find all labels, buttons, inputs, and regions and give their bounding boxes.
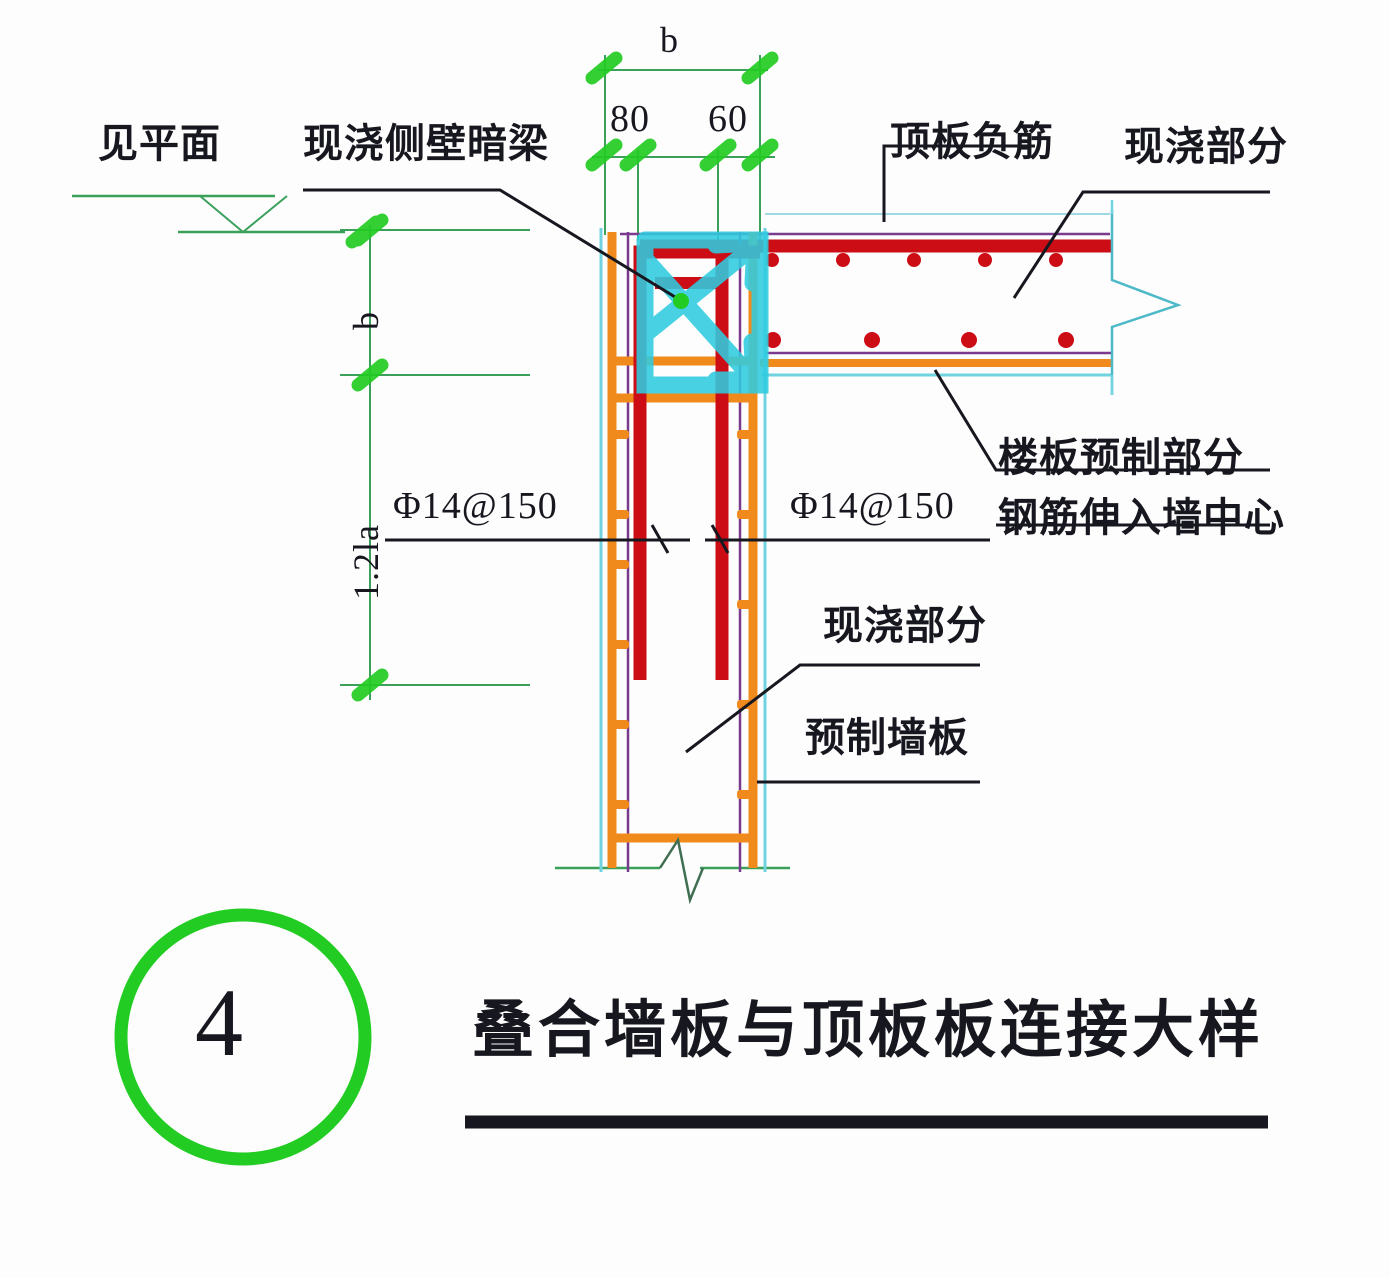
- rebar-dot: [1058, 332, 1074, 348]
- shell-nub: [737, 600, 753, 609]
- detail-mark-circle: [114, 908, 372, 1166]
- leader-dot-hidden-beam: [673, 293, 689, 309]
- tick-hl-60-left: [699, 138, 737, 172]
- precast-slab-band: [760, 332, 1112, 377]
- wall-break-line-bottom: [658, 836, 705, 905]
- shell-nub: [737, 510, 753, 519]
- cyan-highlight-markup: [636, 231, 769, 394]
- rebar-dot: [978, 253, 992, 267]
- rebar-dot: [836, 253, 850, 267]
- leader-lines: [303, 144, 1270, 784]
- leader-cast-in-place-top: [1012, 190, 1270, 299]
- rebar-dot: [1049, 253, 1063, 267]
- see-plan-triangle: [199, 195, 288, 234]
- tick-hl-80-right: [619, 138, 657, 172]
- label-cast-in-place-part-wall: 现浇部分: [823, 603, 987, 648]
- rebar-dot: [765, 332, 781, 348]
- tick-hl-b-left: [585, 51, 623, 85]
- tick-hl-b-right: [741, 51, 779, 85]
- dimension-label-1-2la: 1.2la: [346, 524, 386, 600]
- drawing-title: 叠合墙板与顶板板连接大样: [472, 997, 1265, 1065]
- slab-break-line-right: [1110, 210, 1182, 395]
- shell-nub: [613, 640, 629, 649]
- rebar-dot: [907, 253, 921, 267]
- highlight-arrow-head-1: [707, 234, 764, 292]
- tick-hl-vert-mid: [351, 358, 389, 392]
- tick-hl-80-left: [585, 138, 623, 172]
- leader-cast-in-place-wall: [685, 663, 980, 754]
- rebar-spec-label-left: Φ14@150: [393, 485, 558, 527]
- wall-section: [599, 228, 767, 905]
- highlight-arrow-shaft-1: [639, 239, 761, 341]
- shell-nub: [613, 720, 629, 729]
- detail-mark-number: 4: [195, 969, 244, 1076]
- dimension-label-80: 80: [610, 98, 650, 140]
- dimension-label-b-left: b: [346, 311, 386, 330]
- rebar-dot: [864, 332, 880, 348]
- highlight-arrow-head-2: [707, 333, 763, 389]
- shell-nub: [737, 790, 753, 799]
- dimension-label-b-top: b: [660, 20, 679, 60]
- tick-hl-vert-bot: [351, 668, 389, 702]
- label-cast-in-place-part-top: 现浇部分: [1124, 124, 1288, 169]
- label-precast-wall-panel: 预制墙板: [805, 715, 969, 760]
- precast-slab-dots: [765, 332, 1074, 348]
- shell-nub: [613, 560, 629, 569]
- shell-nub: [737, 430, 753, 439]
- tick-hl-60-right: [741, 138, 779, 172]
- leader-top-negative-rebar: [882, 144, 1035, 222]
- tick-hl-see-plan: [345, 215, 383, 249]
- leader-precast-slab: [933, 369, 1270, 472]
- leader-hidden-beam: [303, 188, 681, 302]
- rebar-spec-label-right: Φ14@150: [790, 485, 955, 527]
- label-top-slab-negative-rebar: 顶板负筋: [890, 119, 1054, 164]
- dimension-tick-highlights: [345, 51, 779, 702]
- shell-nub: [613, 510, 629, 519]
- label-rebar-into-wall-center: 钢筋伸入墙中心: [998, 495, 1285, 540]
- dimension-lines-green: [72, 55, 790, 870]
- dimension-label-60: 60: [708, 98, 748, 140]
- label-see-plan: 见平面: [98, 121, 221, 166]
- shell-nub: [613, 800, 629, 809]
- label-cast-in-place-side-hidden-beam: 现浇侧壁暗梁: [303, 121, 549, 166]
- top-rebar-dots: [765, 253, 1063, 267]
- highlight-arrow-shaft-2: [639, 253, 761, 387]
- rebar-dot: [961, 332, 977, 348]
- precast-shell-nubs: [613, 430, 753, 809]
- shell-nub: [613, 430, 629, 439]
- label-precast-slab-part: 楼板预制部分: [998, 435, 1244, 480]
